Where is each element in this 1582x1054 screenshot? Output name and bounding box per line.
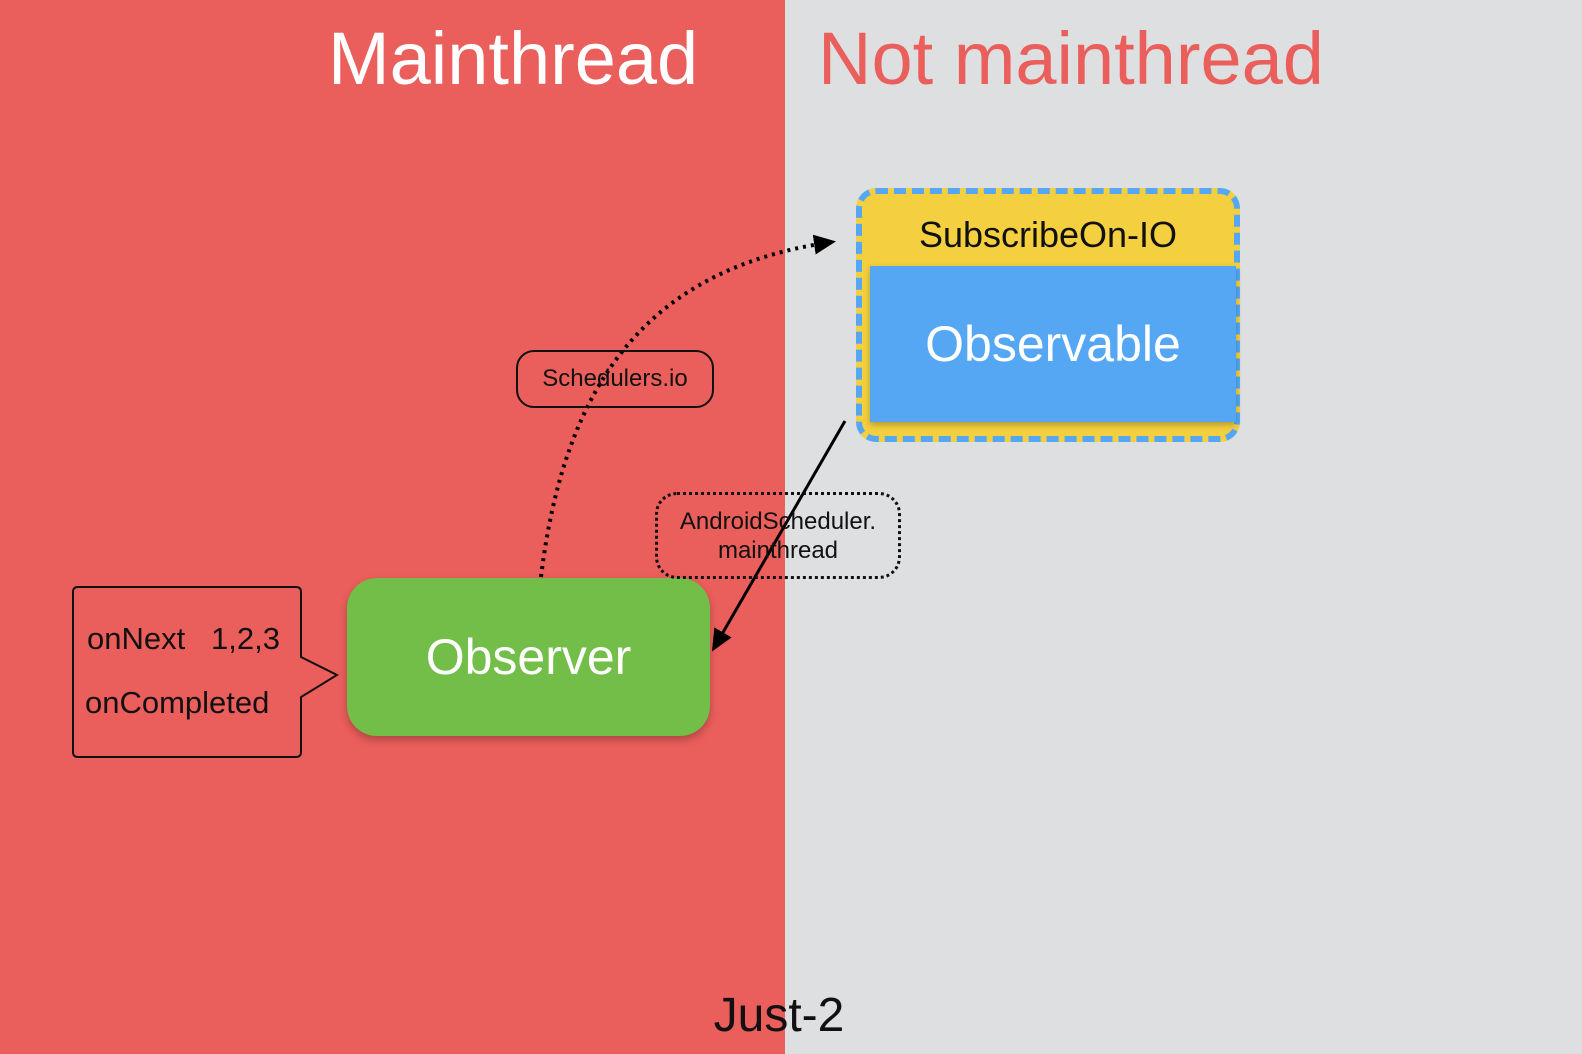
android-scheduler-label: AndroidScheduler. mainthread: [655, 492, 901, 579]
subscribe-on-io-label: SubscribeOn-IO: [918, 214, 1178, 255]
observable-node: Observable: [870, 266, 1236, 422]
slide-title: Just-2: [713, 989, 845, 1042]
not-mainthread-heading: Not mainthread: [818, 17, 1324, 100]
subscribe-on-io-node: SubscribeOn-IO Observable: [856, 188, 1240, 442]
callout-oncompleted: onCompleted: [85, 685, 270, 720]
android-scheduler-line2: mainthread: [717, 536, 839, 564]
subscribe-arrow: [539, 234, 836, 578]
observer-node: Observer: [347, 578, 710, 736]
schedulers-io-label: Schedulers.io: [516, 350, 714, 408]
observer-label: Observer: [425, 629, 632, 685]
mainthread-heading: Mainthread: [328, 17, 699, 100]
android-scheduler-line1: AndroidScheduler.: [679, 507, 877, 535]
observable-label: Observable: [925, 316, 1181, 372]
emit-arrow: [712, 420, 847, 652]
not-mainthread-region: [785, 0, 1582, 1054]
callout-bubble: [72, 586, 340, 758]
observer-callout: onNext 1,2,3 onCompleted: [74, 587, 300, 757]
callout-onnext: onNext 1,2,3: [87, 621, 281, 656]
mainthread-region: [0, 0, 785, 1054]
